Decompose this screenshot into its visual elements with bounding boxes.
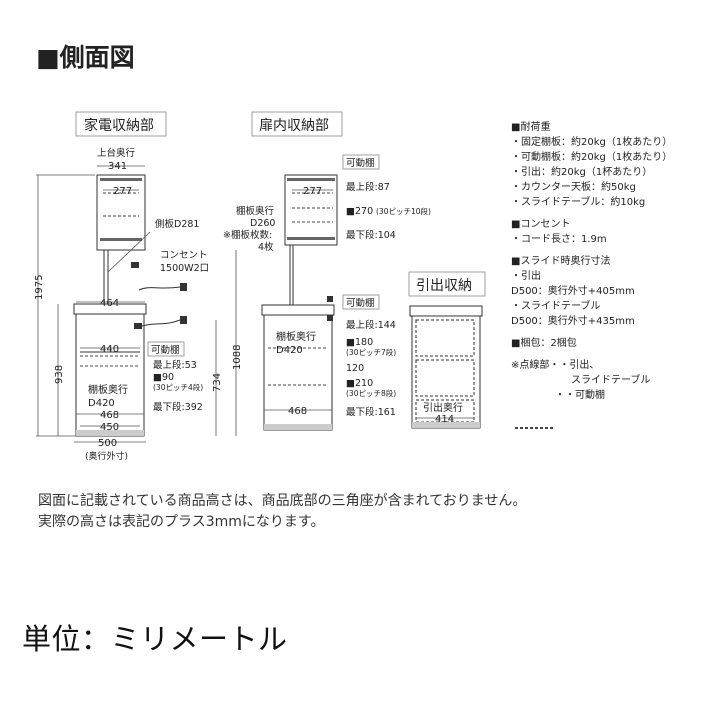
pack-info: ■梱包：2梱包 (511, 338, 577, 349)
outlet-title: ■コンセント (511, 219, 571, 230)
door-lower-pitch: ■180 (346, 337, 373, 348)
door-dim-277: 277 (303, 186, 322, 197)
outlet-label: コンセント (160, 250, 208, 261)
dim-277-label: 277 (113, 186, 132, 197)
note-line: 実際の高さは表記のプラス3mmになります。 (38, 514, 325, 530)
load-item: ・カウンター天板：約50kg (511, 182, 636, 193)
drawer-section-label: 引出収納 (416, 278, 472, 294)
drawer-depth-label: 引出奥行 (423, 401, 463, 414)
load-title: ■耐荷重 (511, 122, 551, 133)
load-item: ・可動棚板：約20kg（1枚あたり） (511, 152, 673, 163)
upper-top-plate (100, 178, 142, 181)
pitch-label: ■90 (153, 372, 174, 383)
door-mid-120: 120 (346, 363, 364, 374)
slide-item: D500：奥行外寸+405mm (511, 286, 635, 297)
page-title: ■側面図 (36, 43, 135, 72)
door-lower-bottom: 最下段:161 (346, 406, 396, 418)
load-item: ・スライドテーブル：約10kg (511, 197, 646, 208)
outlet-item: ・コード長さ：1.9m (511, 234, 607, 245)
note-line: 図面に記載されている商品高さは、商品底部の三角座が含まれておりません。 (38, 493, 527, 509)
unit-label: 単位：ミリメートル (22, 622, 288, 656)
door-pitch: ■270 (346, 206, 373, 217)
bottom-step-label: 最下段:392 (153, 401, 203, 413)
dim-440-label: 440 (100, 344, 119, 355)
shelf-depth-value: D420 (88, 398, 115, 409)
slide-title: ■スライド時奥行寸法 (511, 256, 611, 267)
dim-1088-label: 1088 (232, 345, 243, 370)
slide-item: ・スライドテーブル (511, 301, 601, 312)
plug-lower (180, 316, 187, 324)
door-lower-top: 最上段:144 (346, 319, 396, 331)
dim-450-label: 450 (100, 422, 119, 433)
slide-item: ・引出 (511, 271, 541, 282)
load-item: ・固定棚板：約20kg（1枚あたり） (511, 137, 673, 148)
door-lower-pitch-note: (30ピッチ7段) (346, 347, 396, 357)
door-count-label: ※棚板枚数: (223, 229, 272, 241)
slide-item: D500：奥行外寸+435mm (511, 316, 635, 327)
spec-panel: ■耐荷重 ・固定棚板：約20kg（1枚あたり） ・可動棚板：約20kg（1枚あた… (511, 120, 716, 403)
drawer-section-box (408, 271, 486, 297)
outer-depth-note: (奥行外寸) (85, 450, 128, 462)
outlet-spec-label: 1500W2口 (160, 263, 209, 274)
door-lower-depth-label: 棚板奥行 (276, 330, 316, 343)
movable-shelf-label: 可動棚 (151, 344, 180, 356)
door-top-step: 最上段:87 (346, 181, 390, 193)
dim-468-label: 468 (100, 410, 119, 421)
dotted-note: ※点線部・・引出、 (511, 360, 600, 371)
dim-500-label: 500 (98, 438, 117, 449)
base-plinth (76, 430, 144, 436)
appliance-section-label: 家電収納部 (84, 117, 154, 134)
door-movable-upper: 可動棚 (346, 157, 375, 169)
dim-341-label: 341 (108, 161, 127, 172)
appliance-dimensions: 上台奥行 341 277 側板D281 コンセント 1500W2口 464 44… (34, 147, 243, 462)
height-note: 図面に記載されている商品高さは、商品底部の三角座が含まれておりません。 実際の高… (38, 491, 526, 533)
door-shelf-depth-label: 棚板奥行 (236, 205, 275, 217)
door-shelf-depth: D260 (250, 218, 275, 229)
door-cabinet (261, 174, 338, 431)
cord-lower (141, 319, 181, 327)
outlet-upper (131, 262, 139, 268)
drawer-2 (415, 359, 475, 397)
plug-upper (180, 283, 187, 291)
door-lower-depth: D420 (276, 345, 303, 356)
movable-shelf-box (147, 341, 185, 357)
pitch-note: (30ピッチ4段) (153, 382, 203, 392)
drawer-cabinet: 引出奥行 414 (409, 305, 483, 429)
door-bottom-step: 最下段:104 (346, 229, 396, 241)
cord-upper (138, 286, 181, 291)
door-dim-468: 468 (288, 406, 307, 417)
door-section-box (251, 111, 343, 137)
drawer-1 (415, 319, 475, 357)
dim-938-label: 938 (54, 365, 65, 384)
door-movable-lower: 可動棚 (346, 297, 375, 309)
dashed-note: ・・可動棚 (555, 390, 605, 401)
top-depth-label: 上台奥行 (97, 147, 136, 159)
side-plate (103, 249, 109, 305)
upper-unit (96, 174, 146, 251)
door-section-label: 扉内収納部 (259, 118, 329, 134)
door-lower-pitch2: ■210 (346, 378, 373, 389)
dim-464-label: 464 (100, 298, 119, 309)
shelf-depth-label: 棚板奥行 (88, 383, 128, 396)
drawer-depth-value: 414 (435, 414, 454, 425)
outlet-lower (134, 323, 142, 329)
appliance-cabinet (73, 174, 187, 437)
dim-734-label: 734 (212, 373, 223, 392)
appliance-section-box (75, 111, 167, 137)
upper-bottom-plate (100, 238, 142, 241)
door-lower-pitch2-note: (30ピッチ8段) (346, 388, 396, 398)
door-dimensions: 可動棚 277 最上段:87 ■270 (30ピッチ10段) 最下段:104 棚… (223, 154, 431, 418)
dotted-note-2: スライドテーブル (571, 375, 651, 386)
door-pitch-note: (30ピッチ10段) (376, 206, 431, 216)
load-item: ・引出：約20kg（1杯あたり） (511, 167, 653, 178)
door-count: 4枚 (258, 241, 274, 253)
top-step-label: 最上段:53 (153, 359, 197, 371)
side-plate-leader (107, 231, 151, 273)
dim-1975-label: 1975 (34, 275, 45, 300)
door-upper-unit (284, 174, 338, 246)
door-counter (261, 304, 335, 316)
side-plate-label: 側板D281 (155, 218, 199, 230)
